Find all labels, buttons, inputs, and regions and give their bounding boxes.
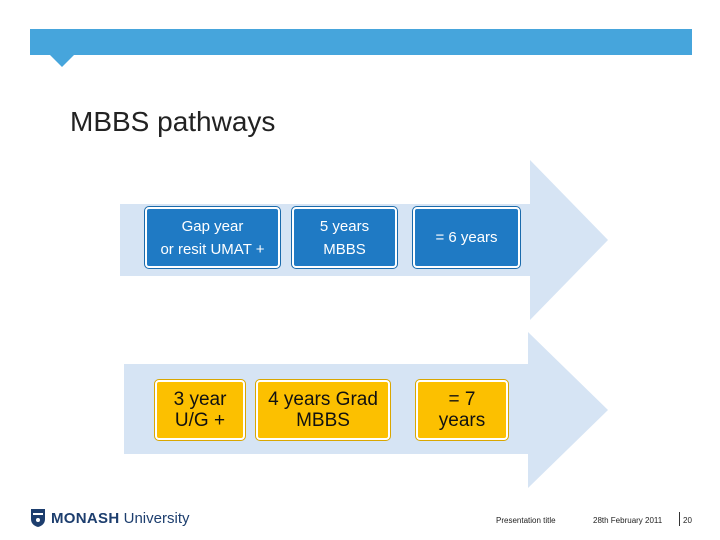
- page-number: 20: [683, 516, 692, 525]
- monash-logo: MONASH University: [30, 508, 189, 528]
- slide-title: MBBS pathways: [70, 106, 276, 137]
- logo-wordmark: MONASH University: [51, 509, 190, 527]
- presentation-title: Presentation title: [496, 516, 556, 525]
- pathway-2-step-grad-mbbs: 4 years Grad MBBS: [256, 380, 390, 440]
- pathway-1-step-total: = 6 years: [413, 207, 520, 268]
- pathway-1-step-mbbs: 5 years MBBS: [292, 207, 397, 268]
- header-bar: [30, 29, 692, 55]
- presentation-date: 28th February 2011: [593, 516, 663, 525]
- pathway-2-step-undergrad: 3 year U/G +: [155, 380, 245, 440]
- page-number-divider: [679, 512, 680, 526]
- header-notch: [50, 55, 74, 67]
- pathway-2-step-total: = 7 years: [416, 380, 508, 440]
- pathway-1-step-gap-year: Gap year or resit UMAT +: [145, 207, 280, 268]
- monash-crest-icon: [31, 509, 45, 527]
